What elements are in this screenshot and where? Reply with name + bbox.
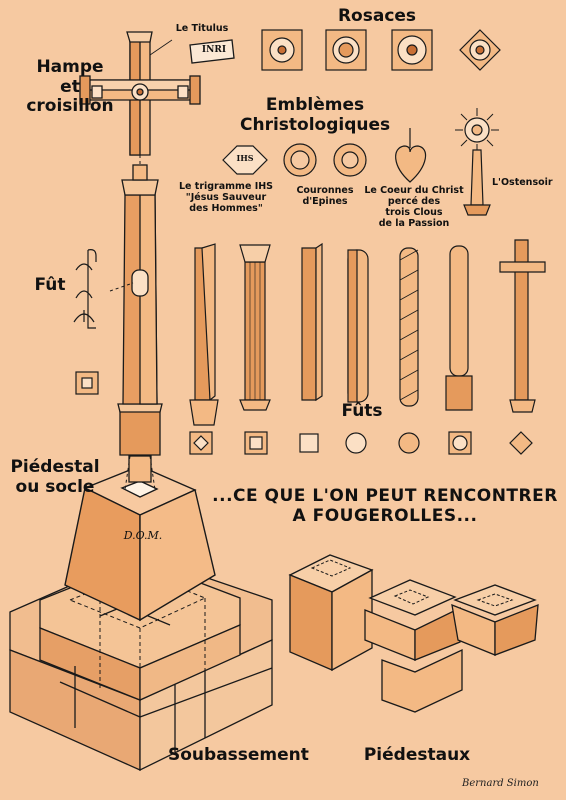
piedestaux-group [288, 554, 539, 713]
inri-inscription: INRI [201, 45, 227, 55]
dom-inscription: D.O.M. [123, 529, 163, 542]
soubassement-label: Soubassement [168, 745, 309, 765]
rosaces-label: Rosaces [337, 6, 417, 26]
emblemes-label: Emblèmes Christologiques [240, 95, 391, 135]
piedestaux-guides [310, 559, 514, 607]
futs-label: Fûts [341, 401, 383, 421]
rosaces-row [261, 29, 501, 71]
piedestaux-label: Piédestaux [363, 745, 471, 765]
banner-text: ...CE QUE L'ON PEUT RENCONTRER A FOUGERO… [212, 486, 558, 526]
ihs-caption: Le trigramme IHS "Jésus Sauveur des Homm… [178, 181, 274, 214]
coeur-caption: Le Coeur du Christ percé des trois Clous… [364, 185, 464, 229]
assembly-guides [109, 155, 156, 491]
futs-row [189, 239, 546, 426]
emblems-row [222, 108, 499, 216]
soubassement-base [9, 554, 273, 772]
hampe-label: Hampe et croisillon [26, 57, 114, 117]
titulus-label: Le Titulus [175, 23, 229, 34]
fut-sections [189, 431, 533, 455]
ihs-monogram: IHS [236, 153, 254, 163]
fut-profiles [73, 249, 99, 395]
artist-signature: Bernard Simon [462, 778, 539, 789]
ostensoir-caption: L'Ostensoir [492, 177, 553, 188]
piedestal-label: Piédestal ou socle [10, 457, 100, 497]
fut-label: Fût [34, 275, 66, 295]
piedestal-block [64, 465, 216, 622]
couronnes-caption: Couronnes d'Epines [296, 185, 354, 207]
